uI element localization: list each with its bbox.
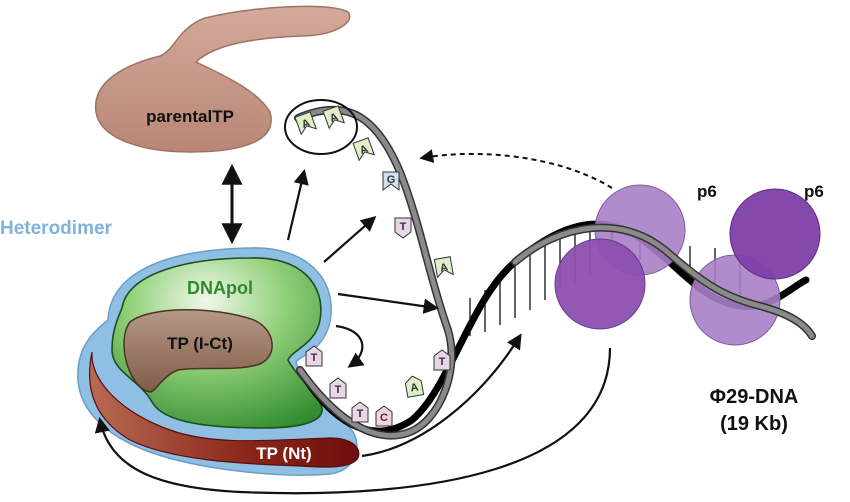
- dna-size-label: (19 Kb): [720, 413, 788, 435]
- svg-text:G: G: [387, 174, 396, 186]
- dna-name-label: Φ29-DNA: [710, 386, 799, 408]
- interaction-arrows: [94, 169, 612, 495]
- svg-text:C: C: [380, 412, 388, 424]
- p6-circle-2: [554, 238, 646, 330]
- nucleotide-tag: T: [433, 349, 451, 371]
- svg-text:T: T: [439, 356, 446, 368]
- parental-tp-shape: [94, 5, 351, 153]
- arrow-to-helix: [337, 292, 440, 314]
- dna-strand-front-fill: [295, 107, 454, 438]
- arrow-long-bottom: [94, 347, 612, 495]
- arrow-nt-to-helix: [361, 333, 522, 458]
- svg-text:T: T: [400, 221, 407, 233]
- tp-ict-label: TP (I-Ct): [167, 334, 233, 353]
- tp-nt-shape: [89, 351, 360, 468]
- nucleotide-tag: A: [352, 137, 376, 162]
- heterodimer-label: Heterodimer: [0, 218, 113, 239]
- nucleotide-tag: C: [375, 405, 393, 427]
- top-strand-nucleotides: A A A G T A: [294, 105, 454, 279]
- p6-label-left: p6: [697, 182, 717, 201]
- svg-text:A: A: [300, 117, 312, 131]
- svg-text:T: T: [335, 384, 342, 396]
- nucleotide-tag: A: [294, 111, 318, 136]
- arrow-to-origin: [286, 169, 309, 241]
- parental-tp-label: parentalTP: [146, 107, 234, 126]
- svg-text:T: T: [311, 352, 318, 364]
- svg-text:T: T: [357, 408, 364, 420]
- tp-ict-shape: [123, 309, 273, 393]
- arrow-curl: [335, 324, 365, 368]
- nucleotide-tag: A: [322, 105, 346, 130]
- p6-circle-4: [729, 188, 821, 280]
- nucleotide-tag: A: [433, 256, 454, 279]
- svg-text:A: A: [409, 381, 419, 394]
- nucleotide-tag: A: [404, 375, 425, 398]
- tp-nt-label: TP (Nt): [256, 444, 311, 463]
- nucleotide-tag: T: [351, 401, 369, 423]
- nucleotide-tag: T: [329, 377, 347, 399]
- svg-text:A: A: [358, 143, 370, 157]
- dnapol-label: DNApol: [187, 278, 253, 298]
- svg-text:A: A: [328, 111, 340, 125]
- nucleotide-tag: G: [382, 171, 400, 191]
- nucleotide-tag: T: [305, 345, 323, 367]
- dashed-arrow: [419, 149, 613, 189]
- arrow-to-top-strand: [323, 215, 377, 263]
- bottom-strand-nucleotides: T T T C A T: [305, 345, 451, 427]
- svg-text:A: A: [439, 261, 449, 274]
- p6-label-right: p6: [804, 182, 824, 201]
- nucleotide-tag: T: [394, 217, 412, 239]
- dna-strand-right-fill: [512, 225, 815, 339]
- origin-ellipse: [284, 99, 358, 155]
